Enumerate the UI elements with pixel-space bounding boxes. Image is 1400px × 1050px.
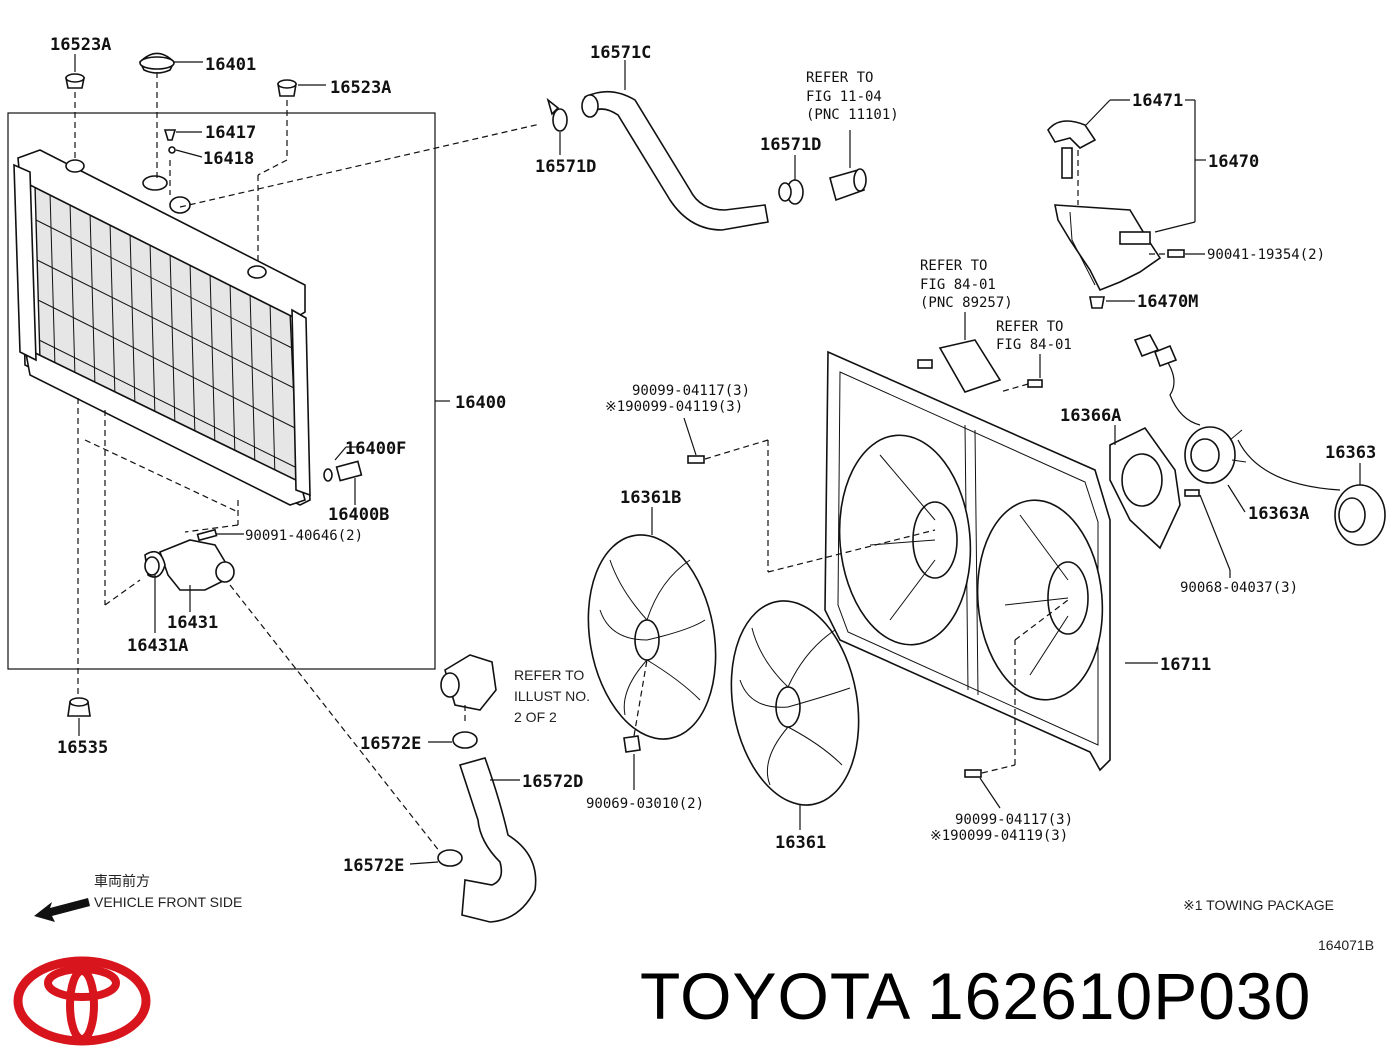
motor-cover-16366A	[1109, 426, 1181, 550]
ref-illust-line3: 2 OF 2	[514, 709, 557, 725]
plug-16417	[163, 129, 177, 141]
label-16571D-right: 16571D	[760, 135, 821, 155]
brand-title: TOYOTA 162610P030	[640, 959, 1312, 1033]
nut-90069	[623, 735, 641, 753]
bolt-90099-bottom	[964, 769, 982, 778]
toyota-logo-icon	[13, 956, 151, 1046]
ref-illust-line1: REFER TO	[514, 667, 584, 683]
label-90099-bottom-b: ※190099-04119(3)	[930, 828, 1068, 844]
label-90069: 90069-03010(2)	[586, 796, 704, 812]
label-90041: 90041-19354(2)	[1207, 247, 1325, 263]
bolt-90091	[196, 528, 218, 542]
ref-fig84a-line2: FIG 84-01	[920, 277, 996, 293]
label-16363A: 16363A	[1248, 504, 1309, 524]
label-16470: 16470	[1208, 152, 1259, 172]
fan-shroud-16711	[824, 350, 1111, 772]
label-16366A: 16366A	[1060, 406, 1121, 426]
clamp-16572E-top	[452, 731, 478, 749]
thermostat-housing	[440, 654, 497, 711]
drain-cock-16400B	[323, 460, 363, 482]
label-90099-bottom-a: 90099-04117(3)	[955, 812, 1073, 828]
ref-fig84b-line2: FIG 84-01	[996, 337, 1072, 353]
label-16401: 16401	[205, 55, 256, 75]
radiator-cap-16401	[139, 52, 175, 74]
radiator-cap-neck	[65, 159, 267, 279]
label-90099-top-a: 90099-04117(3)	[632, 383, 750, 399]
label-16431A: 16431A	[127, 636, 188, 656]
label-16431: 16431	[167, 613, 218, 633]
bolt-fig84	[1027, 379, 1043, 388]
label-16400: 16400	[455, 393, 506, 413]
label-90099-top-b: ※190099-04119(3)	[605, 399, 743, 415]
reservoir-cap-16471	[1047, 120, 1097, 179]
ref-fig11-line3: (PNC 11101)	[806, 107, 899, 123]
reservoir-16470	[1054, 204, 1162, 292]
clamp-16571D-left	[546, 97, 568, 132]
ref-illust-line2: ILLUST NO.	[514, 688, 590, 704]
plug-16535	[67, 697, 91, 717]
oring-16418	[168, 146, 176, 154]
label-16523A-right: 16523A	[330, 78, 391, 98]
clamp-16571D-right	[778, 179, 804, 205]
vehicle-front-arrow-icon	[34, 898, 90, 922]
bolt-90099-top	[687, 455, 705, 464]
radiator-core	[13, 149, 311, 506]
label-16571C: 16571C	[590, 43, 651, 63]
towing-package-note: ※1 TOWING PACKAGE	[1183, 897, 1334, 913]
grommet-16523A-right	[277, 79, 297, 97]
label-16361: 16361	[775, 833, 826, 853]
grommet-16523A-left	[65, 73, 85, 89]
diagram-code: 164071B	[1318, 937, 1374, 953]
ref-fig84b-line1: REFER TO	[996, 319, 1063, 335]
clamp-16572E-bottom	[437, 849, 463, 867]
ref-fig11-line2: FIG 11-04	[806, 89, 882, 105]
label-16711: 16711	[1160, 655, 1211, 675]
label-16400F: 16400F	[345, 439, 406, 459]
ref-fig11-line1: REFER TO	[806, 70, 873, 86]
screw-90068	[1184, 489, 1200, 497]
water-outlet-16431	[144, 539, 235, 591]
fan-16361	[730, 600, 860, 806]
radiator-group-frame	[7, 112, 436, 670]
ref-fig84a-line3: (PNC 89257)	[920, 295, 1013, 311]
label-16361B: 16361B	[620, 488, 681, 508]
label-16523A-top: 16523A	[50, 35, 111, 55]
label-16572D: 16572D	[522, 772, 583, 792]
label-16572E-top: 16572E	[360, 734, 421, 754]
label-16535: 16535	[57, 738, 108, 758]
label-90091: 90091-40646(2)	[245, 528, 363, 544]
label-16417: 16417	[205, 123, 256, 143]
fan-control-module	[917, 339, 1002, 393]
label-16363: 16363	[1325, 443, 1376, 463]
fan-motor-16363	[1334, 484, 1386, 546]
bolt-90041	[1167, 249, 1185, 258]
label-16571D-left: 16571D	[535, 157, 596, 177]
label-90068: 90068-04037(3)	[1180, 580, 1298, 596]
label-16470M: 16470M	[1137, 292, 1198, 312]
pipe-11101	[829, 168, 867, 202]
label-16572E-bottom: 16572E	[343, 856, 404, 876]
ref-fig84a-line1: REFER TO	[920, 258, 987, 274]
fan-motor-16363A	[1184, 426, 1247, 484]
label-16471: 16471	[1132, 91, 1183, 111]
label-16400B: 16400B	[328, 505, 389, 525]
front-label-jp: 車両前方	[94, 873, 150, 889]
upper-hose-16571C	[581, 90, 769, 231]
fan-16361B	[587, 534, 717, 740]
nut-16470M	[1089, 296, 1105, 309]
front-label-en: VEHICLE FRONT SIDE	[94, 894, 242, 910]
label-16418: 16418	[203, 149, 254, 169]
lower-hose-16572D	[458, 757, 537, 923]
